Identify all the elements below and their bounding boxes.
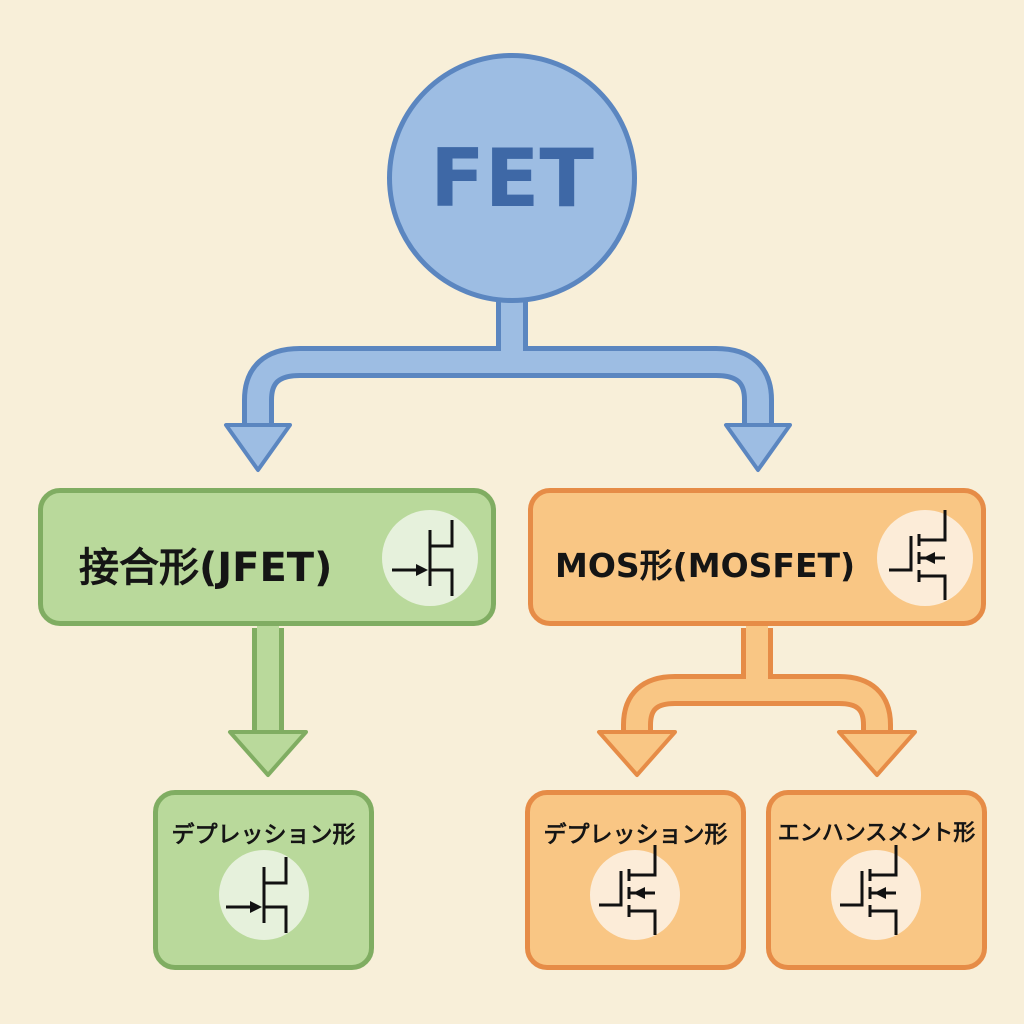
jfet-symbol-icon bbox=[382, 510, 478, 606]
fet-root-label: FET bbox=[430, 131, 594, 225]
jfet-depletion-label: デプレッション形 bbox=[171, 822, 356, 848]
arrow-fet-to-branches bbox=[224, 300, 792, 472]
mosfet-enhancement-node: エンハンスメント形 bbox=[766, 790, 987, 970]
mosfet-enhancement-label: エンハンスメント形 bbox=[777, 821, 976, 846]
mosfet-symbol-icon bbox=[877, 508, 973, 606]
mosfet-enhancement-symbol-icon bbox=[831, 843, 921, 940]
jfet-label: 接合形(JFET) bbox=[79, 545, 333, 591]
fet-root-node: FET bbox=[387, 53, 637, 303]
mosfet-label: MOS形(MOSFET) bbox=[555, 546, 856, 585]
jfet-depletion-symbol-icon bbox=[219, 850, 309, 940]
mosfet-depletion-symbol-icon bbox=[590, 843, 680, 940]
arrow-mosfet-to-types bbox=[597, 626, 917, 777]
arrow-jfet-to-depletion bbox=[228, 626, 308, 777]
mosfet-depletion-label: デプレッション形 bbox=[543, 822, 728, 848]
